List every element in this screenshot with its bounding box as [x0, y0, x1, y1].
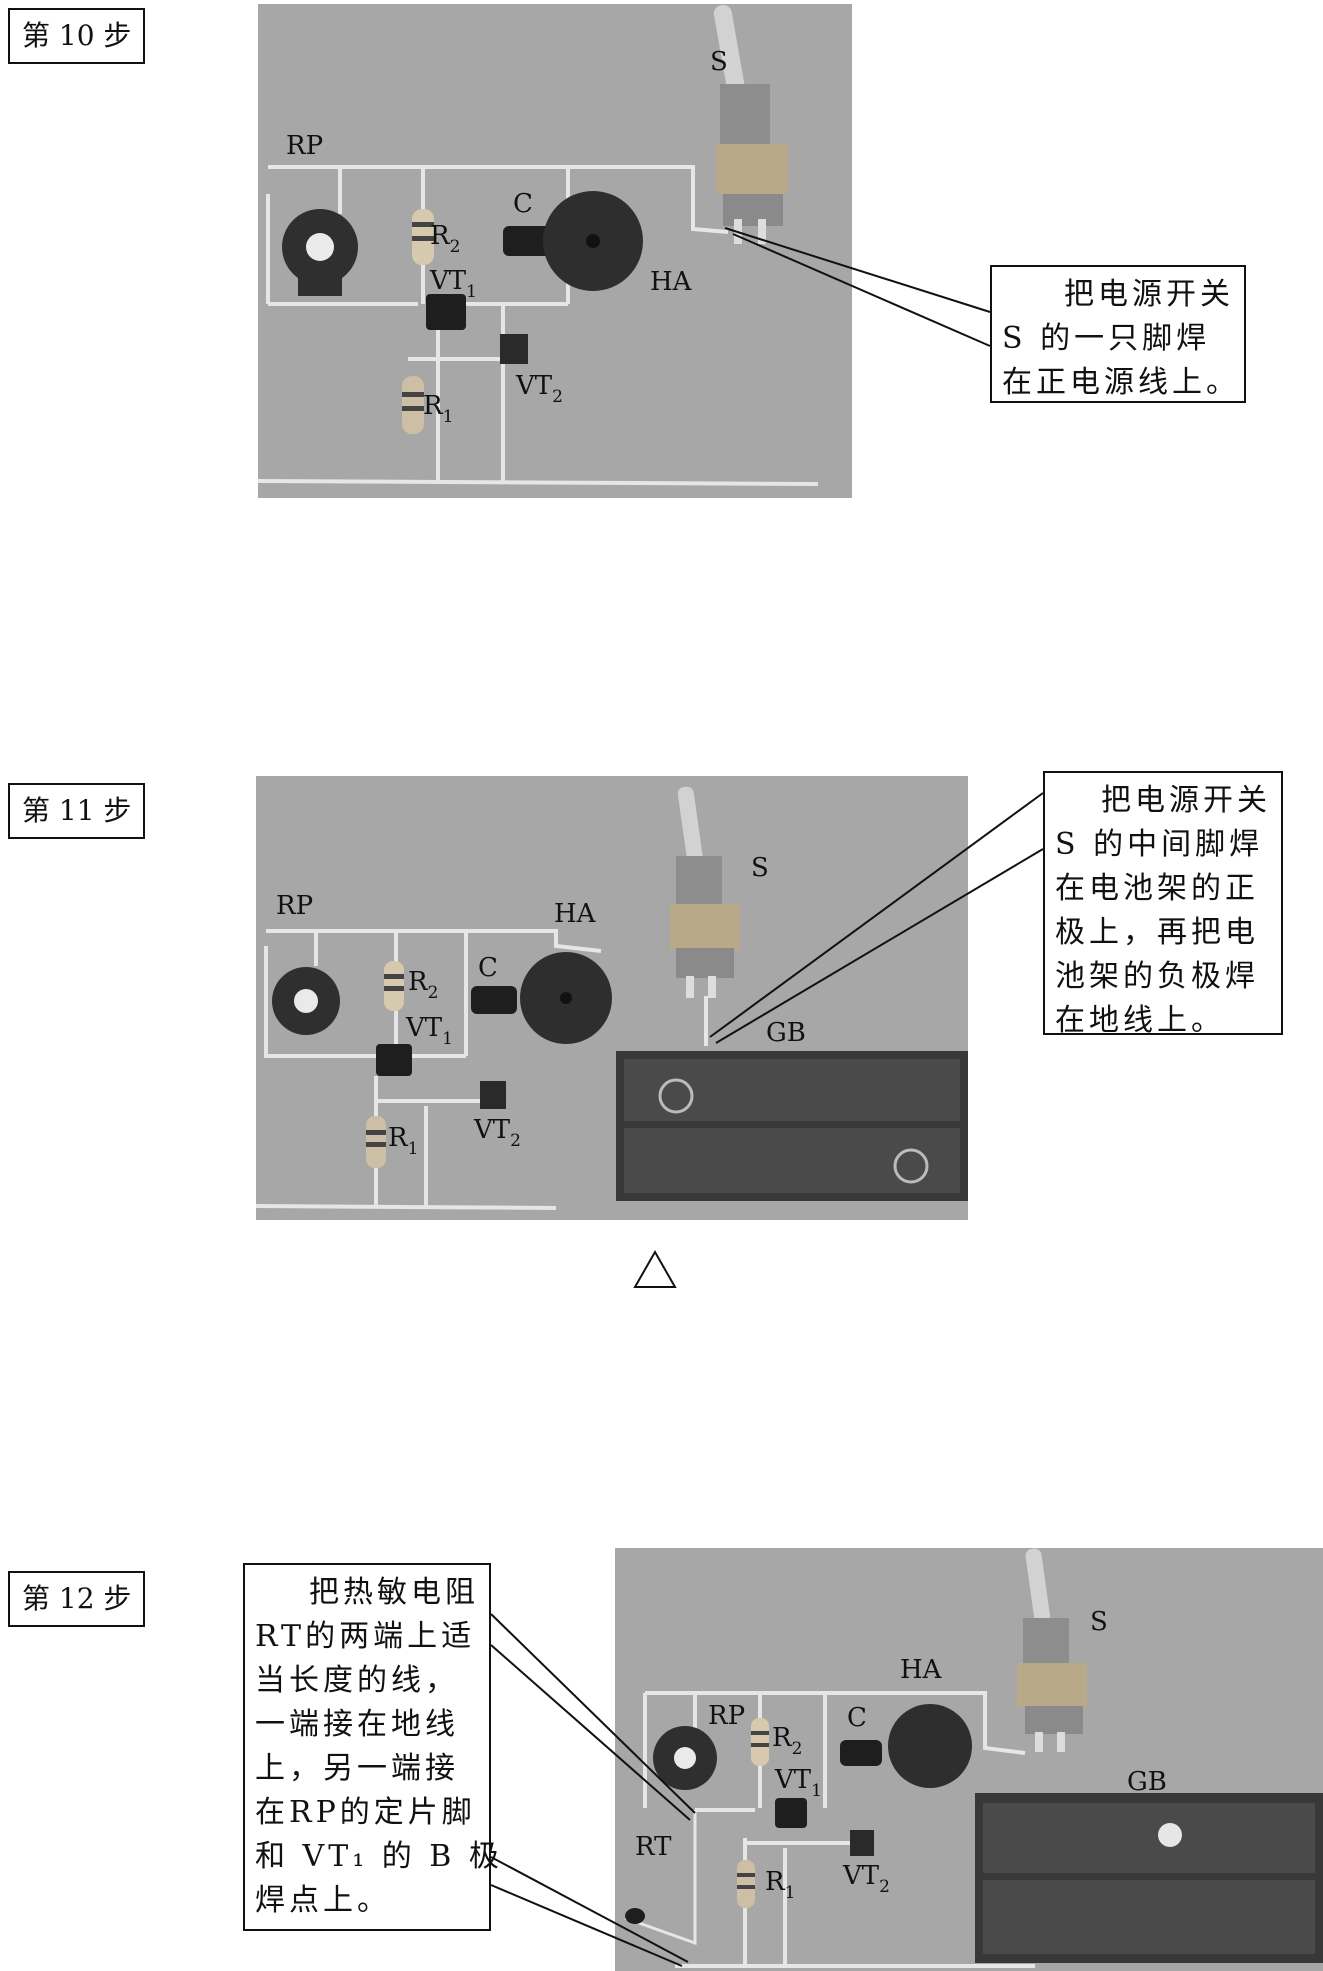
- step-10-label-r1: R1: [423, 391, 453, 427]
- step-10-label: 第 10 步: [8, 8, 146, 64]
- step-11-circuit-image: RP R2 VT1 C HA S R1 VT2 GB: [256, 776, 968, 1220]
- step-10-circuit-image: RP R2 VT1 C HA S R1 VT2: [258, 4, 852, 498]
- step-12-callout: 把热敏电阻 RT的两端上适 当长度的线， 一端接在地线 上，另一端接 在RP的定…: [243, 1563, 499, 1931]
- step-11-label-ha: HA: [554, 899, 597, 929]
- step-11-label: 第 11 步: [8, 783, 146, 839]
- step-12-label-r2: R2: [772, 1723, 802, 1759]
- step-12-label-rt: RT: [635, 1832, 672, 1862]
- triangle-marker: [633, 1249, 677, 1288]
- step-12-label-c: C: [847, 1703, 867, 1733]
- step-12-photo: RP R2 VT1 C HA S R1 VT2 GB RT: [615, 1548, 1323, 1971]
- step-12-label-ha: HA: [900, 1655, 943, 1685]
- step-11-photo: RP R2 VT1 C HA S R1 VT2 GB: [256, 776, 968, 1220]
- step-11-label-c: C: [478, 953, 498, 983]
- step-10-label-r2: R2: [430, 221, 460, 257]
- step-10-label-ha: HA: [650, 267, 693, 297]
- step-10-label-s: S: [710, 47, 728, 77]
- step-11-label-r2: R2: [408, 967, 438, 1003]
- step-10-label-c: C: [513, 189, 533, 219]
- step-12-label-r1: R1: [765, 1867, 795, 1903]
- step-10-label-vt2: VT2: [515, 371, 563, 407]
- step-11-label-rp: RP: [276, 891, 313, 921]
- step-10-photo: RP R2 VT1 C HA S R1 VT2: [258, 4, 852, 498]
- step-11-label-r1: R1: [388, 1123, 418, 1159]
- step-12-label-vt1: VT1: [774, 1765, 822, 1801]
- step-11-label-vt2: VT2: [473, 1115, 521, 1151]
- step-11-label-gb: GB: [766, 1018, 806, 1048]
- step-12-label-s: S: [1090, 1607, 1108, 1637]
- step-11-label-vt1: VT1: [405, 1013, 453, 1049]
- step-11-label-s: S: [751, 853, 769, 883]
- step-12-label-rp: RP: [708, 1701, 745, 1731]
- step-12-label: 第 12 步: [8, 1571, 146, 1627]
- step-12-label-vt2: VT2: [842, 1861, 890, 1897]
- step-10-callout: 把电源开关 S 的一只脚焊 在正电源线上。: [990, 265, 1246, 403]
- step-11-callout: 把电源开关 S 的中间脚焊 在电池架的正 极上，再把电 池架的负极焊 在地线上。: [1043, 771, 1283, 1038]
- step-12-label-gb: GB: [1127, 1767, 1167, 1797]
- step-10-label-vt1: VT1: [429, 266, 477, 302]
- step-10-label-rp: RP: [286, 131, 323, 161]
- step-12-circuit-image: RP R2 VT1 C HA S R1 VT2 GB RT: [615, 1548, 1323, 1971]
